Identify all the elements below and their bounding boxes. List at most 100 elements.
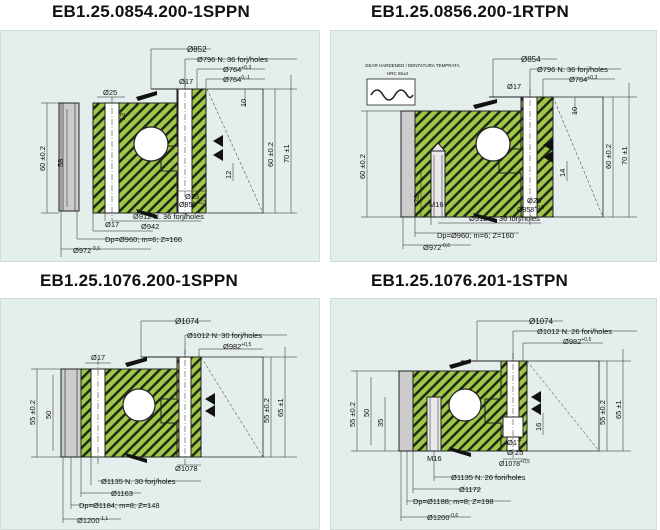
drawing-panel-3: Ø1074 Ø1012 N. 30 forj/holes Ø982+0,5 Ø1… xyxy=(0,298,320,530)
dim-height-outer: 65 ±1 xyxy=(276,398,285,417)
seal-top xyxy=(136,91,157,101)
threaded-hole-m16 xyxy=(426,396,442,452)
dim-10: 10 xyxy=(239,99,248,107)
drawing-title-3: EB1.25.1076.200-1SPPN xyxy=(40,271,238,290)
dim-outer-diameter: Ø1074 xyxy=(175,317,200,326)
dim-height-inner-2: 35 xyxy=(376,419,385,427)
dim-m16: M16 xyxy=(427,454,442,463)
drawing-panel-2: GEAR HARDENED / DENTATURA TEMPRATA HRC 5… xyxy=(330,30,657,262)
grease-nipple-icon xyxy=(543,151,553,163)
dim-14: 14 xyxy=(558,169,567,177)
dim-m16: M16 xyxy=(429,200,444,209)
dim-12-left: 12 xyxy=(118,113,127,121)
seal-top xyxy=(473,99,497,109)
dim-10: 10 xyxy=(570,107,579,115)
slewing-ring-drawing-4: Ø1074 Ø1012 N. 26 fori/holes Ø982+0,5 55… xyxy=(348,317,637,522)
drawing-panel-1: Ø852 Ø796 N. 36 forj/holes Ø764+0,3 Ø764… xyxy=(0,30,320,262)
dim-height-inner: 50 xyxy=(44,411,53,419)
drawing-title-2: EB1.25.0856.200-1RTPN xyxy=(371,2,569,21)
dim-hole-circle-2: Ø912 N. 36 forj/holes xyxy=(133,212,204,221)
grease-nipple-icon xyxy=(213,135,223,147)
dim-height-inner: 58 xyxy=(56,159,65,167)
grease-nipple-icon xyxy=(531,391,541,403)
seal-bottom xyxy=(125,453,147,463)
dim-outer-diameter: Ø852 xyxy=(187,45,207,54)
grease-nipple-icon xyxy=(205,405,215,417)
ball-bearing xyxy=(133,126,169,162)
drawing-title-1: EB1.25.0854.200-1SPPN xyxy=(52,2,250,21)
dim-972: Ø972-0,6 xyxy=(73,246,100,255)
dim-hole-circle: Ø1012 N. 30 forj/holes xyxy=(187,331,262,340)
gear-note: GEAR HARDENED / DENTATURA TEMPRATA xyxy=(365,63,460,68)
drawing-panel-4: Ø1074 Ø1012 N. 26 fori/holes Ø982+0,5 55… xyxy=(330,298,657,530)
dim-bolt-right: Ø17 xyxy=(507,438,521,447)
gear-spec: Dp=Ø1188; m=8; Z=198 xyxy=(413,497,494,506)
dim-inner-diameter-a: Ø982+0,5 xyxy=(223,342,251,351)
gear-teeth-section xyxy=(58,102,80,212)
dim-height-total: 55 ±0.2 xyxy=(348,402,357,427)
gear-spec: Dp=Ø1184; m=8; Z=148 xyxy=(79,501,160,510)
dim-height-right: 60 ±0.2 xyxy=(266,142,275,167)
dim-bottom-diameter: Ø858+0,3 xyxy=(517,205,544,214)
dim-left-dia: Ø25 xyxy=(103,88,117,97)
ball-bearing xyxy=(475,126,511,162)
dim-height-outer: 70 ±1 xyxy=(282,144,291,163)
dim-hole-circle: Ø1012 N. 26 fori/holes xyxy=(537,327,612,336)
seal-top xyxy=(125,357,147,367)
dim-height-inner: 28 xyxy=(412,195,421,203)
grease-nipple-icon xyxy=(213,149,223,161)
dim-bottom-diameter: Ø1078+0,5 xyxy=(499,459,530,468)
dim-1200: Ø1200-0,6 xyxy=(427,513,458,522)
dim-hole-circle-2: Ø1135 N. 30 forj/holes xyxy=(101,477,176,486)
gear-teeth-section xyxy=(398,370,414,452)
dim-hole-circle-2: Ø1135 N. 26 fori/holes xyxy=(451,473,526,482)
dim-1172: Ø1172 xyxy=(459,485,481,494)
dim-1200: Ø1200-1,1 xyxy=(77,516,108,525)
bolt-hole-outer xyxy=(90,368,106,458)
dim-12-right: 12 xyxy=(224,171,233,179)
ball-bearing xyxy=(448,388,482,422)
gear-spec: Dp=Ø960; m=6; Z=160 xyxy=(105,235,182,244)
dim-height-outer: 65 ±1 xyxy=(614,400,623,419)
dim-height-right: 55 ±0.2 xyxy=(262,398,271,423)
dim-right-dia: Ø25 xyxy=(527,196,541,205)
dim-bottom-diameter: Ø856+0,3 xyxy=(179,200,206,209)
gear-note-hrc: HRC 55±3 xyxy=(387,71,408,76)
seal-top xyxy=(449,359,471,369)
gear-tooth-icon-box xyxy=(366,78,416,106)
dim-inner-diameter-a: Ø764+0,3 xyxy=(569,75,597,84)
dim-bolt-bottom: Ø17 xyxy=(105,220,119,229)
dim-bolt-top: Ø17 xyxy=(91,353,105,362)
grease-nipple-icon xyxy=(531,403,541,415)
dim-height-inner: 50 xyxy=(362,409,371,417)
dim-height-total: 60 ±0.2 xyxy=(38,146,47,171)
slewing-ring-drawing-2: GEAR HARDENED / DENTATURA TEMPRATA HRC 5… xyxy=(358,55,637,252)
dim-right-dia: Ø 25 xyxy=(507,448,523,457)
dim-hole-circle: Ø796 N. 36 forj/holes xyxy=(197,55,268,64)
gear-teeth-section xyxy=(60,368,82,458)
dim-height-outer: 70 ±1 xyxy=(620,146,629,165)
drawing-title-4: EB1.25.1076.201-1STPN xyxy=(371,271,568,290)
gear-spec: Dp=Ø960; m=6; Z=160 xyxy=(437,231,514,240)
dim-height-total: 55 ±0.2 xyxy=(28,400,37,425)
dim-inner-diameter-a: Ø764+0,3 xyxy=(223,65,251,74)
dim-972: Ø972-0,6 xyxy=(423,243,450,252)
seal-bottom xyxy=(473,213,497,223)
dim-bottom-diameter: Ø1078 xyxy=(175,464,198,473)
slewing-ring-drawing-3: Ø1074 Ø1012 N. 30 forj/holes Ø982+0,5 Ø1… xyxy=(28,317,297,525)
ball-bearing xyxy=(122,388,156,422)
dim-bolt-top: Ø17 xyxy=(179,77,193,86)
grease-nipple-icon xyxy=(543,139,553,151)
grease-nipple-icon xyxy=(205,393,215,405)
seal-bottom xyxy=(449,447,471,457)
dim-height-total: 60 ±0.2 xyxy=(358,154,367,179)
dim-height-right: 60 ±0.2 xyxy=(604,144,613,169)
dim-1163: Ø1163 xyxy=(111,489,133,498)
dim-outer-diameter: Ø1074 xyxy=(529,317,554,326)
dim-hole-circle-2: Ø912 N. 36 forj/holes xyxy=(469,214,540,223)
dim-right-dia: Ø25 xyxy=(185,192,199,201)
dim-outer-diameter: Ø854 xyxy=(521,55,541,64)
dim-bolt-top: Ø17 xyxy=(507,82,521,91)
slewing-ring-drawing-1: Ø852 Ø796 N. 36 forj/holes Ø764+0,3 Ø764… xyxy=(38,45,297,257)
dim-16: 16 xyxy=(534,423,543,431)
